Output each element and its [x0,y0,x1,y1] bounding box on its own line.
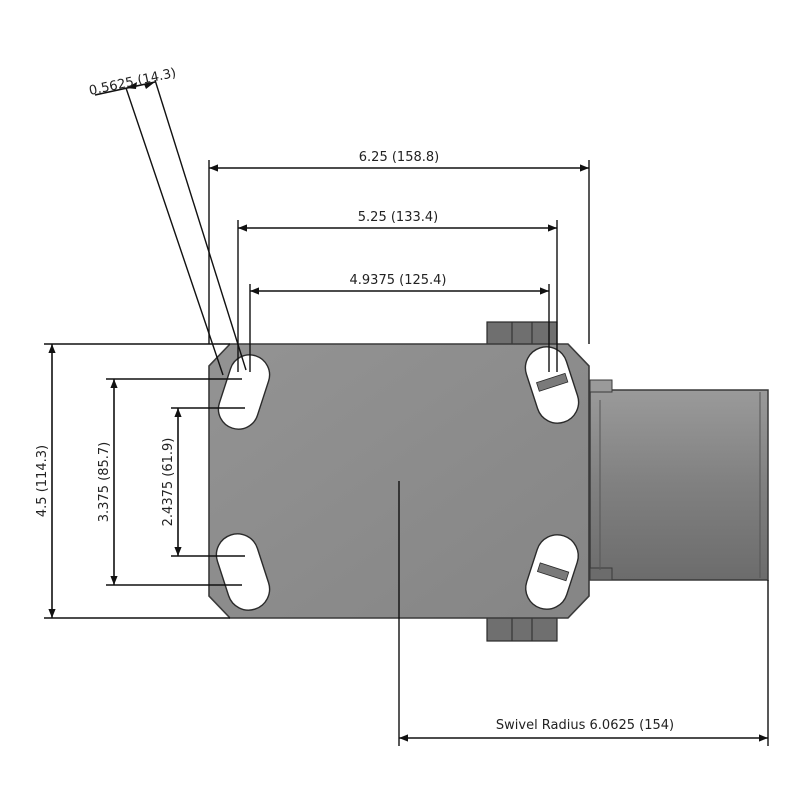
dim-swivel-radius-label: Swivel Radius 6.0625 (154) [496,718,674,733]
bolt-slot-bottom-right [525,534,579,610]
dim-plate-height-label: 4.5 (114.3) [35,445,50,517]
dim-bolt-spacing-short-inner-label: 2.4375 (61.9) [161,438,176,527]
dim-plate-height: 4.5 (114.3) [35,343,230,619]
dim-plate-width: 6.25 (158.8) [208,150,590,344]
dim-bolt-spacing-short-outer: 3.375 (85.7) [97,378,242,586]
dim-bolt-spacing-long-inner: 4.9375 (125.4) [249,273,550,372]
dim-bolt-spacing-long-outer-label: 5.25 (133.4) [358,210,438,225]
bolt-top [486,321,558,347]
bolt-slot-bottom-left [215,533,271,611]
dim-bolt-spacing-short-outer-label: 3.375 (85.7) [97,442,112,522]
dim-swivel-radius: Swivel Radius 6.0625 (154) [398,481,769,746]
dim-bolt-spacing-long-outer: 5.25 (133.4) [237,210,558,372]
dim-bolt-hole: 0.5625 (14.3) [88,66,247,376]
bolt-slot-top-left [217,354,271,430]
fork-housing [589,379,769,581]
dim-bolt-spacing-short-inner: 2.4375 (61.9) [161,407,245,557]
bolt-slot-top-right [524,346,580,424]
dim-bolt-spacing-long-inner-label: 4.9375 (125.4) [350,273,447,288]
dim-bolt-hole-label: 0.5625 (14.3) [88,66,178,99]
bolt-bottom [486,614,558,642]
dim-plate-width-label: 6.25 (158.8) [359,150,439,165]
